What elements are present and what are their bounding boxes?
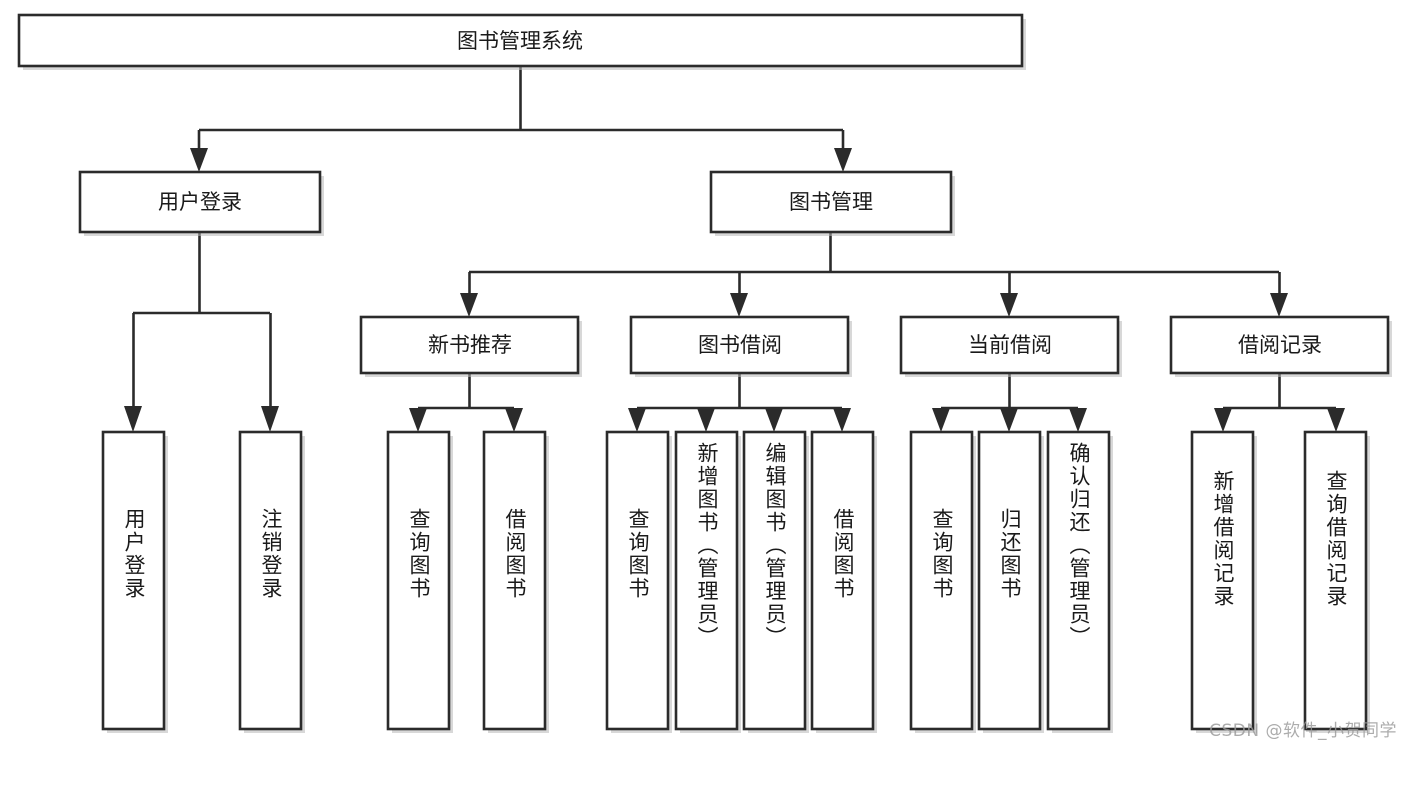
node-leaf-nb-borrow-book[interactable] — [482, 430, 547, 731]
node-leaf-cb-confirm-return[interactable] — [1046, 430, 1111, 731]
arrow-head-book-manage — [834, 148, 852, 172]
arrow-head-leaf-logout — [261, 406, 279, 432]
arrow-head-bookborrow-leaf-1 — [628, 408, 646, 432]
node-layer: 图书管理系统 用户登录 图书管理 新书推荐 图书借阅 当前借阅 借阅记录 — [17, 13, 1392, 733]
node-new-book-recommend[interactable] — [359, 315, 580, 375]
arrow-head-borrow-record — [1270, 293, 1288, 317]
node-user-login[interactable] — [78, 170, 322, 234]
node-leaf-user-login[interactable] — [101, 430, 166, 731]
node-borrow-record-label: 借阅记录 — [1238, 333, 1322, 357]
arrow-head-newbook-leaf-2 — [505, 408, 523, 432]
arrow-head-user-login — [190, 148, 208, 172]
csdn-watermark: CSDN @软件_小贺同学 — [1209, 721, 1397, 741]
connector-layer — [124, 66, 1345, 432]
node-leaf-bb-edit-book[interactable] — [742, 430, 807, 731]
arrow-head-new-book — [460, 293, 478, 317]
node-root[interactable] — [17, 13, 1024, 68]
node-current-borrow-label: 当前借阅 — [968, 333, 1052, 357]
arrow-head-currentborrow-leaf-1 — [932, 408, 950, 432]
node-leaf-cb-return-book[interactable] — [977, 430, 1042, 731]
arrow-head-newbook-leaf-1 — [409, 408, 427, 432]
arrow-head-current-borrow — [1000, 293, 1018, 317]
arrow-head-bookborrow-leaf-3 — [765, 408, 783, 432]
node-user-login-label: 用户登录 — [158, 190, 242, 214]
arrow-head-bookborrow-leaf-4 — [833, 408, 851, 432]
node-book-borrow[interactable] — [629, 315, 850, 375]
node-leaf-cb-query-book[interactable] — [909, 430, 974, 731]
arrow-head-bookborrow-leaf-2 — [697, 408, 715, 432]
node-leaf-br-add-record[interactable] — [1190, 430, 1255, 731]
arrow-head-currentborrow-leaf-2 — [1000, 408, 1018, 432]
node-leaf-bb-add-book[interactable] — [674, 430, 739, 731]
arrow-head-leaf-user-login — [124, 406, 142, 432]
node-leaf-logout[interactable] — [238, 430, 303, 731]
arrow-head-currentborrow-leaf-3 — [1069, 408, 1087, 432]
node-book-borrow-label: 图书借阅 — [698, 333, 782, 357]
node-root-label: 图书管理系统 — [457, 29, 583, 53]
node-current-borrow[interactable] — [899, 315, 1120, 375]
node-borrow-record[interactable] — [1169, 315, 1390, 375]
arrow-head-borrowrecord-leaf-2 — [1327, 408, 1345, 432]
node-book-manage-label: 图书管理 — [789, 190, 873, 214]
node-leaf-nb-query-book[interactable] — [386, 430, 451, 731]
node-leaf-bb-borrow-book[interactable] — [810, 430, 875, 731]
node-new-book-recommend-label: 新书推荐 — [428, 333, 512, 357]
node-book-manage[interactable] — [709, 170, 953, 234]
arrow-head-borrowrecord-leaf-1 — [1214, 408, 1232, 432]
arrow-head-book-borrow — [730, 293, 748, 317]
node-leaf-bb-query-book[interactable] — [605, 430, 670, 731]
diagram-canvas: 图书管理系统 用户登录 图书管理 新书推荐 图书借阅 当前借阅 借阅记录 — [17, 13, 1397, 741]
node-leaf-br-query-record[interactable] — [1303, 430, 1368, 731]
hierarchy-tree-svg: 图书管理系统 用户登录 图书管理 新书推荐 图书借阅 当前借阅 借阅记录 — [17, 13, 1392, 733]
